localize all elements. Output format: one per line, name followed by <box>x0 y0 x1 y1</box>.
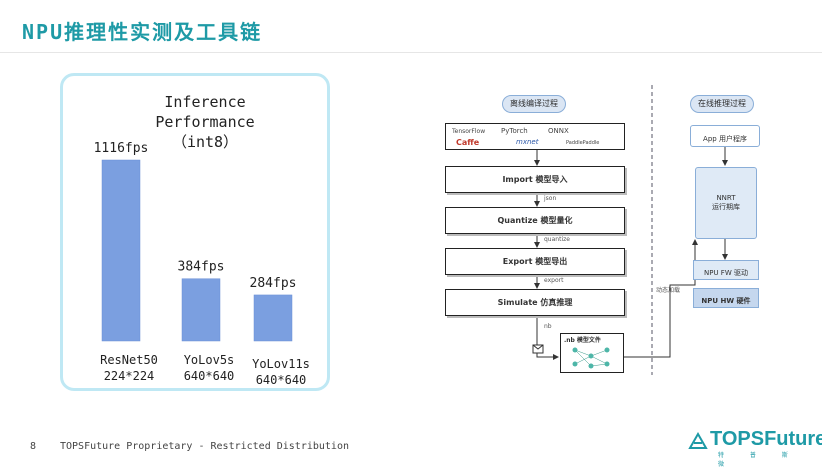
mxnet-logo: mxnet <box>516 138 539 146</box>
chart-bar <box>101 159 141 342</box>
chart-category-sublabel: 640*640 <box>256 373 307 387</box>
edge-label-export: export <box>544 277 564 284</box>
chart-value-labels: 1116fps 384fps 284fps <box>94 141 297 291</box>
edge-label-quantize: quantize <box>544 236 570 243</box>
edge-label-nb: nb <box>544 323 552 330</box>
footer-text: TOPSFuture Proprietary - Restricted Dist… <box>60 441 349 452</box>
nb-model-file-box: .nb 模型文件 <box>560 333 624 373</box>
chart-category-sublabel: 640*640 <box>184 369 235 383</box>
dynamic-load-label: 动态加载 <box>656 287 681 294</box>
topsfuture-logo-icon <box>688 432 708 449</box>
npu-hw-hardware-label: NPU HW 硬件 <box>701 297 751 305</box>
arrow-nbfile-nnrt <box>624 239 698 358</box>
company-logo-subtitle: 特 普 斯 微 <box>718 452 800 468</box>
framework-logos-box: TensorFlow PyTorch ONNX Caffe mxnet Padd… <box>445 123 625 150</box>
chart-title-line: Performance <box>155 113 254 131</box>
chart-category-label: YoLov11s <box>252 357 310 371</box>
edge-label-json: json <box>544 195 557 202</box>
toolchain-diagram: 离线编译过程 在线推理过程 TensorFlow PyTorch ONNX Ca… <box>440 85 780 375</box>
tensorflow-logo: TensorFlow <box>452 128 486 135</box>
simulate-step-box: Simulate 仿真推理 <box>445 289 625 316</box>
onnx-logo: ONNX <box>548 127 569 135</box>
neural-network-icon <box>572 347 610 369</box>
chart-category-labels: ResNet50 224*224 YoLov5s 640*640 YoLov11s 640… <box>100 353 310 387</box>
chart-title-line: Inference <box>164 93 245 111</box>
pytorch-logo: PyTorch <box>501 127 528 135</box>
chart-bar <box>181 278 221 342</box>
chart-bar <box>253 294 293 342</box>
arrow-simulate-nbfile <box>536 316 559 360</box>
chart-bars <box>101 159 293 342</box>
import-step-box: Import 模型导入 <box>445 166 625 193</box>
paddlepaddle-logo: PaddlePaddle <box>566 140 600 146</box>
chart-category-sublabel: 224*224 <box>104 369 155 383</box>
nnrt-runtime-box: NNRT 运行期库 <box>695 167 757 239</box>
app-user-program-box: App 用户程序 <box>690 125 760 147</box>
caffe-logo: Caffe <box>456 138 480 147</box>
npu-hw-hardware-box: NPU HW 硬件 <box>693 288 759 308</box>
chart-value-label: 1116fps <box>94 141 149 156</box>
nnrt-label-line2: 运行期库 <box>712 203 740 211</box>
chart-value-label: 384fps <box>178 260 225 275</box>
page-number: 8 <box>30 441 37 452</box>
export-step-box: Export 模型导出 <box>445 248 625 275</box>
title-divider <box>0 52 822 53</box>
nnrt-label-line1: NNRT <box>716 194 736 202</box>
envelope-flap <box>532 344 544 350</box>
slide-title: NPU推理性实测及工具链 <box>22 20 263 44</box>
online-process-label: 在线推理过程 <box>690 95 754 113</box>
npu-fw-driver-box: NPU FW 驱动 <box>693 260 759 280</box>
npu-fw-driver-label: NPU FW 驱动 <box>704 269 748 277</box>
nb-model-file-label: .nb 模型文件 <box>564 337 601 344</box>
quantize-step-box: Quantize 模型量化 <box>445 207 625 234</box>
app-user-program-label: App 用户程序 <box>703 135 747 143</box>
chart-value-label: 284fps <box>250 276 297 291</box>
chart-title-line: （int8） <box>172 133 238 151</box>
chart-category-label: YoLov5s <box>184 353 235 367</box>
company-logo-text: TOPSFuture <box>710 428 822 450</box>
chart-category-label: ResNet50 <box>100 353 158 367</box>
offline-process-label: 离线编译过程 <box>502 95 566 113</box>
